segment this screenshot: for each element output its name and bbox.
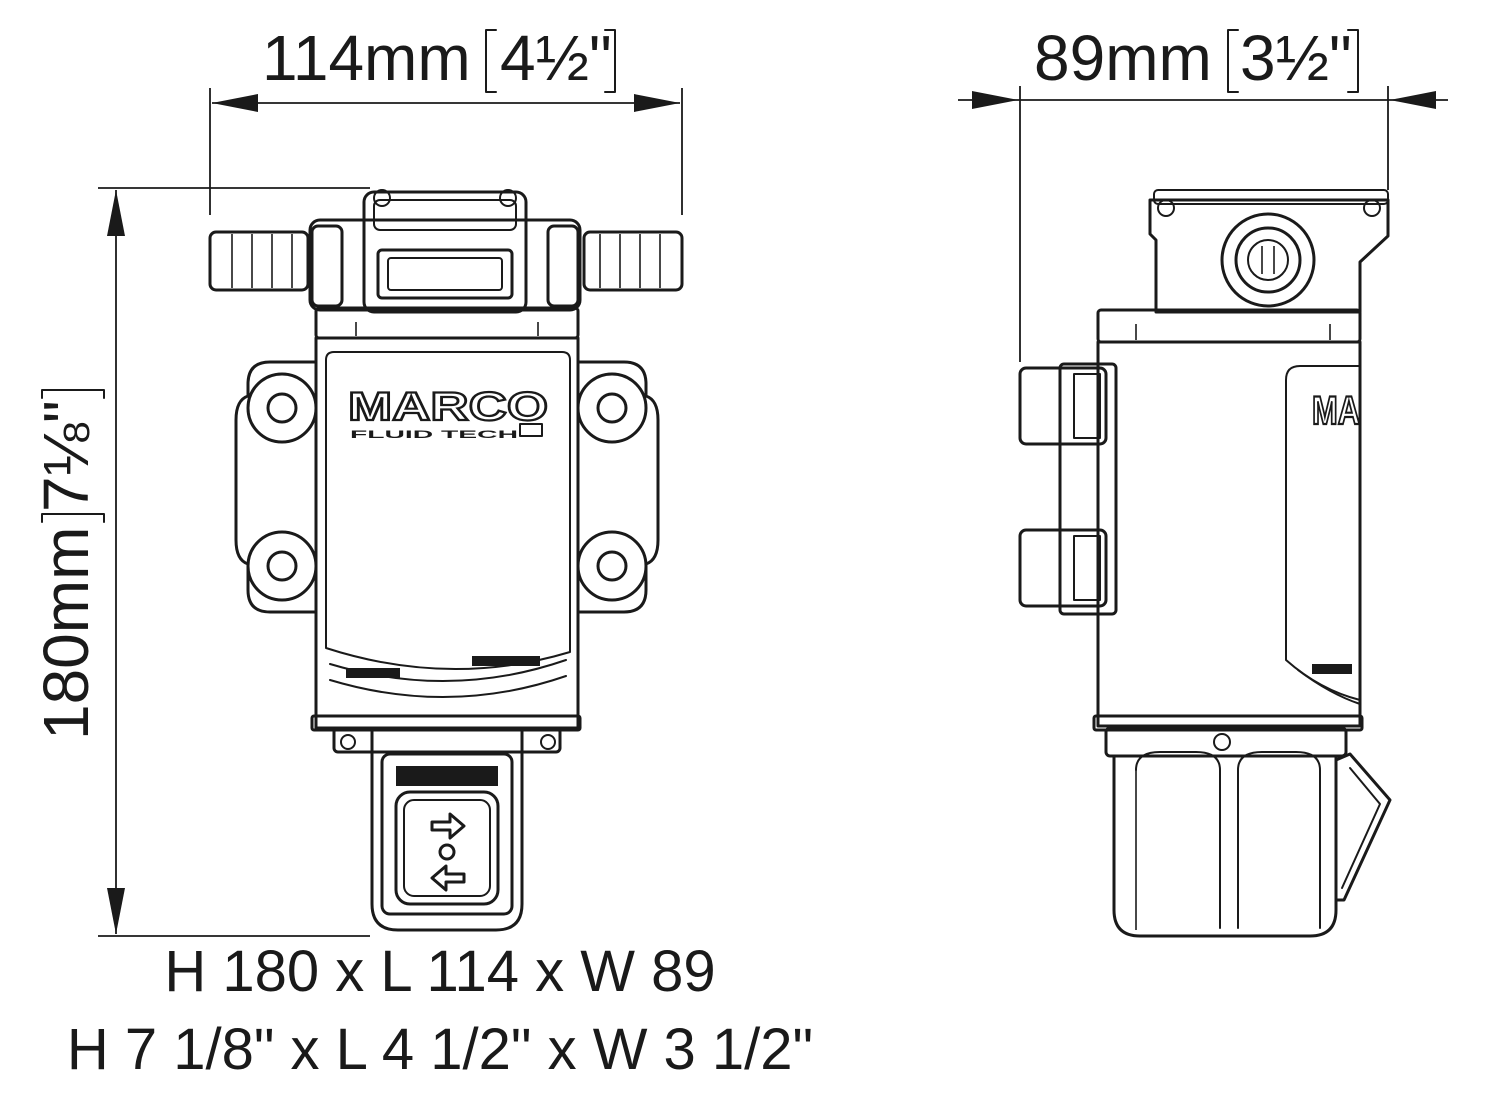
motor-body: MARCO FLUID TECH (310, 336, 582, 732)
mounting-bracket-right (576, 360, 660, 614)
arrow-left-icon (430, 864, 466, 892)
side-width-label: 89mm (1034, 22, 1212, 94)
front-width-label: 114mm (262, 22, 471, 94)
front-view: 114mm 4½" 180mm 7⅛" (30, 22, 684, 937)
front-height-label: 180mm (30, 527, 102, 740)
side-switch-housing (1104, 726, 1392, 938)
side-mark (1312, 664, 1352, 674)
right-hose-barb (582, 230, 684, 292)
arrow-right-icon (430, 812, 466, 840)
left-hose-barb (208, 230, 310, 292)
front-height-label-imperial: 7⅛" (30, 400, 102, 512)
caption-metric: H 180 x L 114 x W 89 (164, 939, 716, 1004)
side-mount (1018, 362, 1118, 616)
mounting-bracket-left (234, 360, 318, 614)
brand-logo: MARCO (348, 385, 548, 429)
front-height-dimension: 180mm 7⅛" (30, 187, 370, 937)
front-width-dimension: 114mm 4½" (209, 22, 683, 215)
front-mark-right (472, 656, 540, 666)
off-circle-icon (438, 843, 456, 861)
side-pump-head (1096, 189, 1390, 344)
brand-sub-label: FLUID TECH (350, 429, 518, 441)
switch-top-bar (396, 766, 498, 786)
side-view: 89mm 3½" MA (958, 22, 1448, 938)
front-width-label-imperial: 4½" (500, 22, 612, 94)
side-width-dimension: 89mm 3½" (958, 22, 1448, 362)
switch-housing (332, 726, 562, 932)
side-motor-body: MA (1092, 340, 1364, 732)
caption-imperial: H 7 1/8" x L 4 1/2" x W 3 1/2" (66, 1017, 814, 1082)
side-logo-fragment: MA (1312, 389, 1360, 433)
side-width-label-imperial: 3½" (1240, 22, 1352, 94)
front-mark-left (346, 668, 400, 678)
pump-head (308, 189, 582, 340)
